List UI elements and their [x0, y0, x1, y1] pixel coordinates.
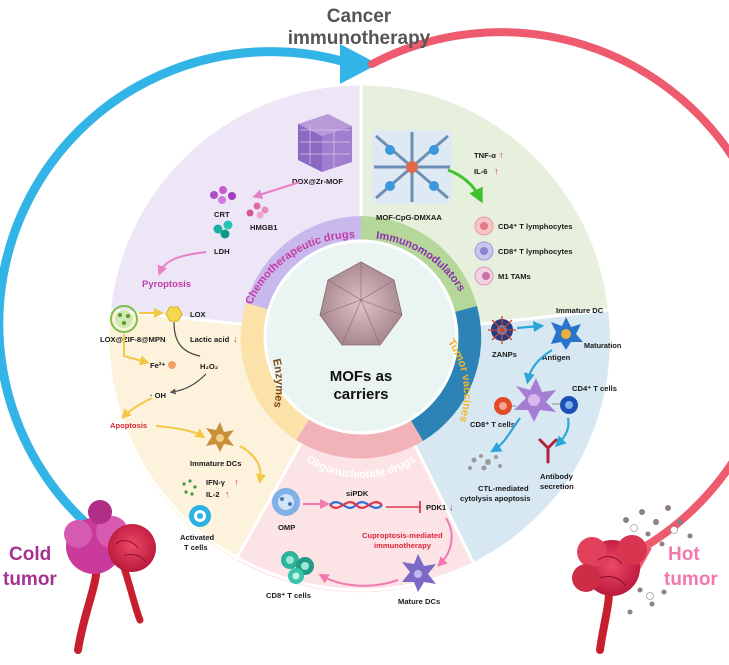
pyroptosis-label: Pyroptosis — [142, 279, 191, 290]
ldh-molecule-icon — [213, 220, 233, 239]
mof-cpg-framework-icon — [372, 130, 452, 204]
activated-label-1: Activated — [180, 533, 215, 542]
ifn-up-arrow: ↑ — [234, 477, 239, 487]
lox-zif8-particle-icon — [110, 305, 138, 333]
dna-helix-icon — [329, 501, 383, 509]
mature-dc-oligo-icon — [402, 554, 436, 592]
pdk1-down-arrow: ↓ — [449, 502, 454, 512]
m1-tam-icon — [474, 266, 494, 286]
immature-dc-label: Immature DC — [556, 306, 604, 315]
chemo-sector: DOX@Zr-MOF CRT HMGB1 LDH Pyroptosis — [142, 114, 352, 290]
cuproptosis-label-2: immunotherapy — [374, 541, 432, 550]
il2-label: IL-2 — [206, 490, 220, 499]
header-title-1: Cancer — [327, 6, 392, 27]
cd4-t-cell-icon — [560, 396, 578, 414]
immature-dcs-icon — [206, 422, 234, 452]
oligo-sector: OMP siPDK PDK1 ↓ Cuproptosis-mediated im… — [266, 488, 454, 606]
m1-tams-label: M1 TAMs — [498, 272, 531, 281]
lactic-down-arrow: ↓ — [233, 334, 238, 344]
antibody-label-2: secretion — [540, 482, 574, 491]
il6-up-arrow: ↑ — [494, 166, 499, 176]
immature-dcs-label: Immature DCs — [190, 459, 241, 468]
mof-cpg-label: MOF-CpG-DMXAA — [376, 213, 442, 222]
immature-dc-icon — [551, 317, 583, 350]
activated-label-2: T cells — [184, 543, 208, 552]
ctl-label-2: cytolysis apoptosis — [460, 494, 530, 503]
fe-label: Fe²⁺ — [150, 361, 165, 370]
h2o2-label: H₂O₂ — [200, 362, 218, 371]
cytokine-dots-icon — [182, 479, 197, 496]
fe-ion-icon — [168, 361, 176, 369]
oligo-cd8-label: CD8⁺ T cells — [266, 591, 311, 600]
antigen-label: Antigen — [542, 353, 571, 362]
hot-label-1: Hot — [668, 544, 700, 565]
tnf-up-arrow: ↑ — [499, 150, 504, 160]
zanps-icon — [488, 316, 516, 344]
blue-arrow-head — [340, 44, 378, 84]
antibody-label-1: Antibody — [540, 472, 574, 481]
il2-up-arrow: ↑ — [225, 489, 230, 499]
center-title-1: MOFs as — [330, 368, 393, 385]
mof-polyhedron — [319, 261, 403, 346]
antibody-icon — [538, 438, 558, 464]
tnf-label: TNF-α — [474, 151, 496, 160]
hot-label-2: tumor — [664, 569, 718, 590]
oh-label: · OH — [150, 391, 166, 400]
cold-label-2: tumor — [3, 569, 57, 590]
cd4-cell-icon — [474, 216, 494, 236]
ifn-label: IFN-γ — [206, 478, 226, 487]
mature-dcs-label: Mature DCs — [398, 597, 440, 606]
hot-tumor-illustration — [572, 505, 693, 654]
omp-label: OMP — [278, 523, 295, 532]
cd8-t-cell-icon — [494, 397, 512, 415]
red-cycle-arrow — [368, 28, 729, 559]
cd8-cell-icon — [474, 241, 494, 261]
crt-label: CRT — [214, 210, 230, 219]
cd8-lymph-label: CD8⁺ T lymphocytes — [498, 247, 572, 256]
sipdk-label: siPDK — [346, 489, 369, 498]
lactic-acid-label: Lactic acid — [190, 335, 230, 344]
lox-zif8-label: LOX@ZIF-8@MPN — [100, 335, 165, 344]
vaccine-cd8-label: CD8⁺ T cells — [470, 420, 515, 429]
zanps-label: ZANPs — [492, 350, 517, 359]
ldh-label: LDH — [214, 247, 230, 256]
cd8-cluster-icon — [281, 551, 314, 584]
maturation-label: Maturation — [584, 341, 621, 350]
cold-tumor-illustration — [64, 500, 156, 654]
activated-t-cell-icon — [189, 505, 211, 527]
ring-label-enzymes: Enzymes — [270, 358, 285, 409]
immunomod-sector: MOF-CpG-DMXAA TNF-α ↑ IL-6 ↑ CD4⁺ T lymp… — [372, 130, 572, 286]
center-title-2: carriers — [333, 386, 388, 403]
cold-label-1: Cold — [9, 544, 51, 565]
vaccine-sector: ZANPs Immature DC Antigen Maturation CD8… — [460, 306, 621, 503]
lox-label: LOX — [190, 310, 206, 319]
cd4-lymph-label: CD4⁺ T lymphocytes — [498, 222, 572, 231]
pdk1-label: PDK1 — [426, 503, 447, 512]
ctl-label-1: CTL-mediated — [478, 484, 529, 493]
cytolysis-debris-icon — [468, 454, 502, 471]
vaccine-cd4-label: CD4⁺ T cells — [572, 384, 617, 393]
enzyme-sector: LOX@ZIF-8@MPN LOX Lactic acid ↓ H₂O₂ Fe²… — [100, 305, 266, 552]
lox-hexagon-icon — [165, 306, 183, 322]
crt-molecule-icon — [210, 186, 236, 204]
cube-icon — [298, 114, 352, 172]
hmgb1-label: HMGB1 — [250, 223, 278, 232]
dox-zr-mof-label: DOX@Zr-MOF — [292, 177, 343, 186]
omp-particle-icon — [272, 488, 300, 516]
cuproptosis-label-1: Cuproptosis-mediated — [362, 531, 443, 540]
il6-label: IL-6 — [474, 167, 488, 176]
apoptosis-label: Apoptosis — [110, 421, 147, 430]
mature-dc-icon — [514, 378, 556, 422]
hmgb1-molecule-icon — [246, 202, 269, 219]
blue-cycle-arrow — [0, 47, 357, 530]
header-title-2: immunotherapy — [288, 28, 431, 49]
